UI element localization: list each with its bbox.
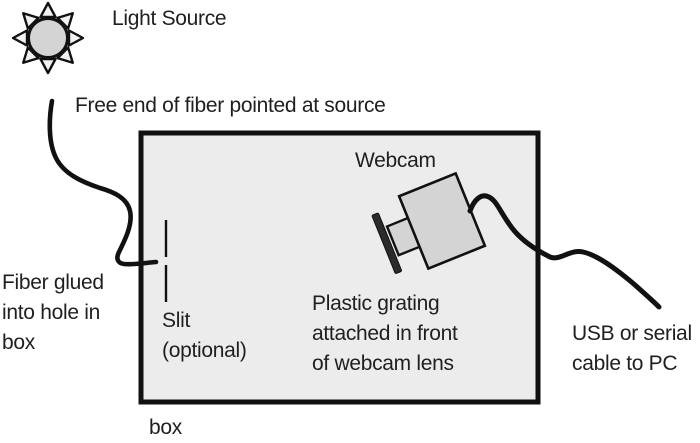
label-box: box — [149, 416, 182, 439]
sun-icon — [11, 1, 85, 75]
usb-cable-line — [467, 193, 662, 310]
fiber-line — [47, 98, 159, 267]
label-slit: Slit (optional) — [162, 309, 247, 362]
sun-rays — [11, 1, 85, 75]
label-free-end-of-fiber: Free end of fiber pointed at source — [75, 94, 386, 117]
label-plastic-grating: Plastic grating attached in front of web… — [312, 292, 458, 375]
label-usb-cable: USB or serial cable to PC — [572, 322, 692, 375]
label-light-source: Light Source — [112, 7, 227, 30]
sun-disc — [27, 17, 69, 59]
label-fiber-glued: Fiber glued into hole in box — [2, 271, 104, 354]
box-enclosure — [138, 130, 541, 405]
label-webcam: Webcam — [355, 149, 436, 172]
plastic-grating-bar — [371, 212, 402, 274]
